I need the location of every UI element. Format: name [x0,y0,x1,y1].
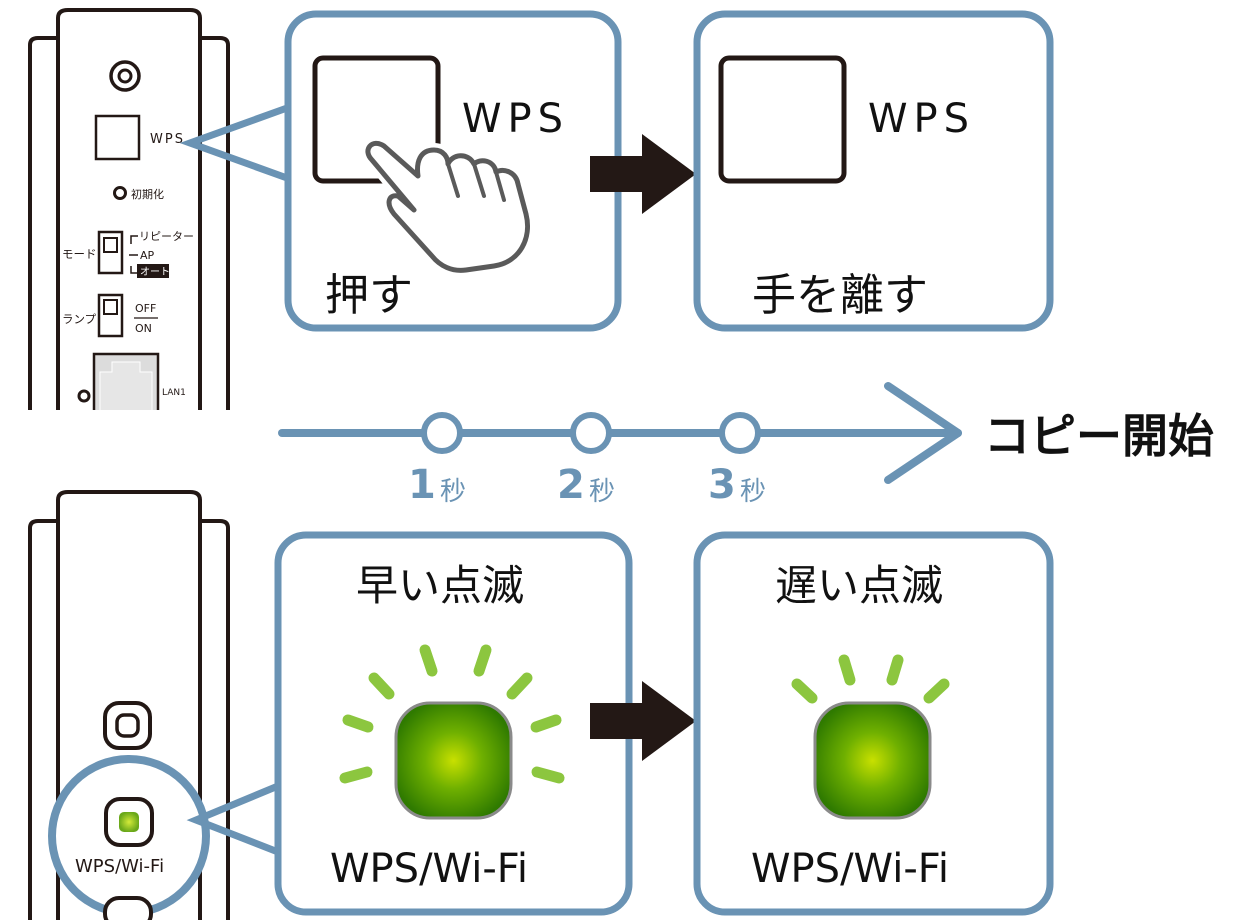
callout-pointer-top [179,104,289,182]
device-top: WPS 初期化 モード リピーター AP オート ランプ OFF ON LAN1 [28,8,230,410]
arrow-right-icon-bottom [590,681,696,761]
reset-label: 初期化 [131,187,164,201]
slow-blink-led-label: WPS/Wi-Fi [751,846,949,892]
timeline-mark-3-unit: 秒 [740,477,766,507]
press-caption: 押す [325,270,413,321]
timeline-end-label: コピー開始 [984,409,1214,463]
press-wps-button-enlarged [312,55,441,184]
release-step-panel: WPS 手を離す [693,10,1054,332]
fast-blink-led-icon [394,701,513,820]
timeline-mark-1-unit: 秒 [440,477,466,507]
reset-hole-icon[interactable] [113,186,127,200]
slow-blink-title: 遅い点滅 [775,561,943,610]
callout-pointer-bottom [186,782,280,856]
power-led-icon [103,701,152,750]
fast-blink-title: 早い点滅 [356,561,524,610]
release-caption: 手を離す [752,270,928,321]
slow-blink-led-icon [813,701,932,820]
device-wps-label: WPS [150,132,185,147]
mode-label: モード [62,247,97,261]
lamp-label: ランプ [62,312,97,326]
press-wps-label: WPS [462,96,569,142]
release-wps-label: WPS [868,96,975,142]
timeline-mark-3 [719,412,761,454]
arrow-right-icon-top [590,134,696,214]
pointing-hand-icon [360,136,535,278]
mode-option-auto: オート [140,266,170,278]
timeline-mark-2-number: 2 [557,462,585,508]
fast-blink-led-label: WPS/Wi-Fi [330,846,528,892]
lamp-off-label: OFF [135,302,156,315]
timeline-arrowhead-icon [884,382,962,484]
device-wps-wifi-label: WPS/Wi-Fi [75,856,164,877]
mode-option-repeater: リピーター [139,230,194,243]
fast-blink-panel: 早い点滅 WPS/Wi-Fi [274,531,633,916]
mode-option-ap: AP [140,249,155,262]
device-wps-button[interactable] [94,114,141,161]
lamp-on-label: ON [135,322,152,335]
press-step-panel: WPS 押す [284,10,622,332]
timeline-mark-3-number: 3 [708,462,736,508]
timeline-mark-2-unit: 秒 [589,477,615,507]
power-indicator-icon [109,60,141,92]
slow-blink-panel: 遅い点滅 WPS/Wi-Fi [693,531,1054,916]
slow-blink-rays [791,654,950,704]
timeline-mark-1-number: 1 [408,462,436,508]
lan-label: LAN1 [162,388,186,398]
lan-led-icon [77,389,91,403]
release-wps-button-enlarged [718,55,847,184]
timeline: 1 秒 2 秒 3 秒 コピー開始 [278,382,1214,508]
fast-blink-rays [339,644,565,784]
timeline-mark-1 [421,412,463,454]
timeline-mark-2 [570,412,612,454]
wps-led-magnifier: WPS/Wi-Fi [48,755,210,920]
